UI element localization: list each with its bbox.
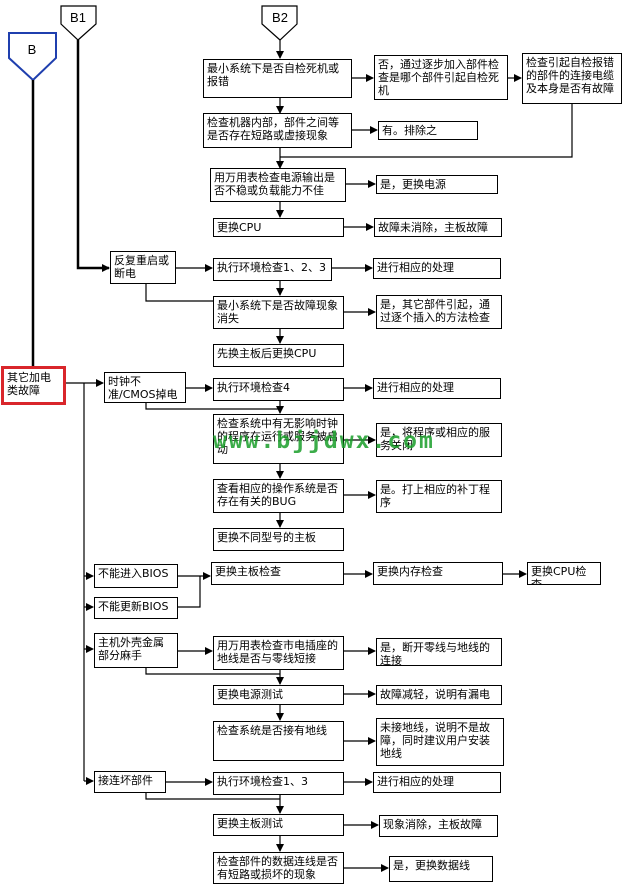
watermark: www.bjjdwx.com xyxy=(213,428,435,454)
node-data-cable-check: 检查部件的数据连线是否有短路或损坏的现象 xyxy=(213,852,344,884)
node-leakage: 故障减轻，说明有漏电 xyxy=(376,685,502,705)
node-root-other-power-faults: 其它加电类故障 xyxy=(1,366,66,405)
node-replace-data-cable: 是，更换数据线 xyxy=(389,856,493,882)
node-env-check-4-handle: 进行相应的处理 xyxy=(373,378,501,399)
node-install-ground-wire: 未接地线，说明不是故障，同时建议用户安装地线 xyxy=(376,718,504,766)
node-min-system-selftest: 最小系统下是否自检死机或报错 xyxy=(203,59,352,98)
node-add-parts-one-by-one: 否，通过逐步加入部件检查是哪个部件引起自检死机 xyxy=(374,55,508,100)
node-env-check-123: 执行环境检查1、2、3 xyxy=(213,258,332,281)
node-apply-patch: 是。打上相应的补丁程序 xyxy=(376,480,502,513)
connector-b: B xyxy=(8,32,57,82)
node-env-check-13: 执行环境检查1、3 xyxy=(213,772,344,795)
connector-b-label: B xyxy=(28,42,37,57)
node-replace-memory-check: 更换内存检查 xyxy=(373,562,503,585)
node-swap-board-then-cpu: 先换主板后更换CPU xyxy=(213,344,344,367)
node-remove-short: 有。排除之 xyxy=(378,121,478,140)
node-close-program: 是，将程序或相应的服务关闭 xyxy=(376,423,502,457)
node-check-cable: 检查引起自检报错的部件的连接电缆及本身是否有故障 xyxy=(522,53,622,104)
node-os-bug-check: 查看相应的操作系统是否存在有关的BUG xyxy=(213,479,344,513)
node-replace-board-model: 更换不同型号的主板 xyxy=(213,528,344,551)
node-replace-cpu: 更换CPU xyxy=(213,218,344,237)
node-clock-cmos: 时钟不准/CMOS掉电 xyxy=(104,372,186,403)
node-board-fault-confirmed: 现象消除，主板故障 xyxy=(379,815,498,837)
node-short-circuit-check: 检查机器内部，部件之间等是否存在短路或虚接现象 xyxy=(203,113,352,148)
node-replace-board-check: 更换主板检查 xyxy=(211,562,344,585)
node-case-shock: 主机外壳金属部分麻手 xyxy=(94,633,178,668)
node-clock-program-check: 检查系统中有无影响时钟的程序在运行或服务被启动 xyxy=(213,414,344,464)
node-replace-psu-test: 更换电源测试 xyxy=(213,685,344,705)
connector-b1-label: B1 xyxy=(70,10,86,25)
node-env-check-4: 执行环境检查4 xyxy=(213,378,344,401)
node-socket-ground-check: 用万用表检查市电插座的地线是否与零线短接 xyxy=(213,636,344,670)
node-replace-psu: 是，更换电源 xyxy=(376,175,498,194)
node-cannot-enter-bios: 不能进入BIOS xyxy=(94,564,178,588)
node-other-parts-cause: 是，其它部件引起，通过逐个插入的方法检查 xyxy=(376,295,502,329)
connector-b1: B1 xyxy=(60,5,97,41)
node-replace-board-test: 更换主板测试 xyxy=(213,814,344,836)
connector-b2: B2 xyxy=(261,5,298,41)
node-min-system-fault-gone: 最小系统下是否故障现象消失 xyxy=(213,296,344,329)
node-replace-cpu-check: 更换CPU检查 xyxy=(527,562,601,585)
node-repeated-restart: 反复重启或断电 xyxy=(110,251,176,284)
node-env-check-123-handle: 进行相应的处理 xyxy=(373,258,501,279)
node-psu-multimeter: 用万用表检查电源输出是否不稳或负载能力不佳 xyxy=(210,168,346,202)
node-mainboard-fault: 故障未消除，主板故障 xyxy=(374,218,502,237)
node-cannot-update-bios: 不能更新BIOS xyxy=(94,597,178,619)
connector-b2-label: B2 xyxy=(272,10,288,25)
node-disconnect-neutral-ground: 是，断开零线与地线的连接 xyxy=(376,638,502,666)
node-ground-wire-check: 检查系统是否接有地线 xyxy=(213,721,344,761)
node-consecutive-bad-parts: 接连坏部件 xyxy=(94,771,166,793)
node-env-check-13-handle: 进行相应的处理 xyxy=(373,772,501,793)
